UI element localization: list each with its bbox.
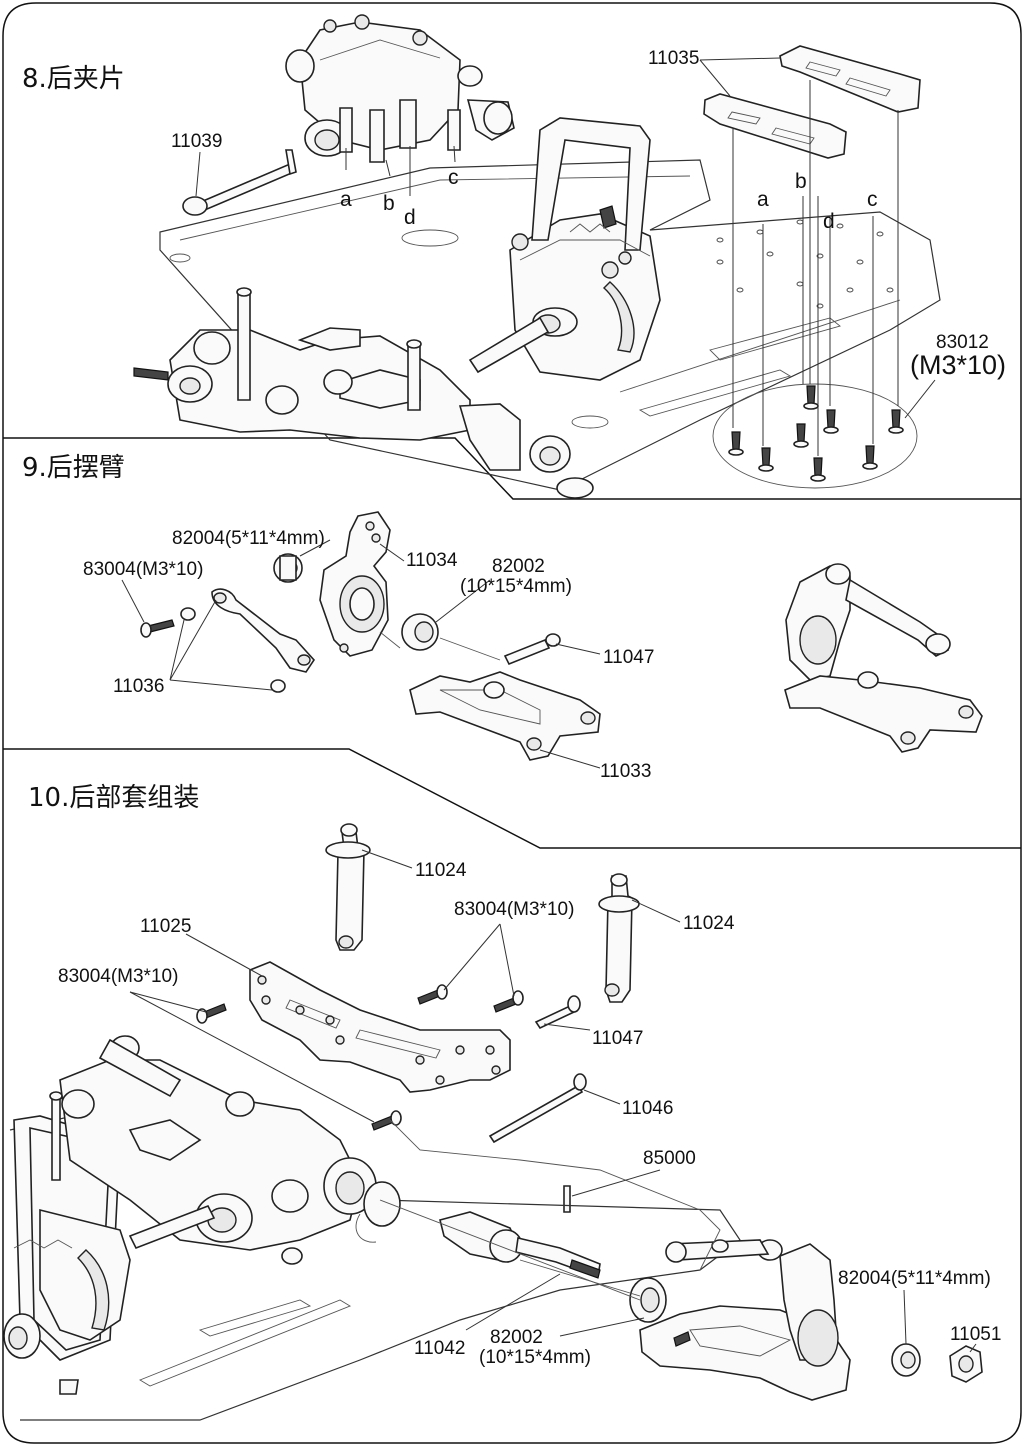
label-82004: 82004(5*11*4mm) — [172, 528, 325, 549]
divider-step8-step9 — [3, 437, 1021, 500]
label-11024-right: 11024 — [683, 913, 735, 934]
label-82002: 82002 — [492, 556, 545, 577]
label-82002: 82002 — [490, 1327, 543, 1348]
label-11047: 11047 — [592, 1028, 643, 1049]
label-c-upper: c — [448, 166, 459, 189]
label-11051: 11051 — [950, 1324, 1001, 1345]
section-title-step9: 9.后摆臂 — [22, 453, 125, 483]
label-11036: 11036 — [113, 676, 164, 697]
label-d-lower: d — [823, 210, 835, 233]
label-11042: 11042 — [414, 1338, 465, 1359]
label-11025: 11025 — [140, 916, 191, 937]
divider-step9-step10 — [3, 748, 1021, 849]
label-82004: 82004(5*11*4mm) — [838, 1268, 991, 1289]
step10-illustration — [3, 823, 983, 1421]
step8-labels: 11035 11039 a b d c a b d c 83012 (M3*10… — [171, 48, 1006, 380]
label-b-upper: b — [383, 192, 395, 215]
step10-labels: 11024 11024 11025 83004(M3*10) 83004(M3*… — [58, 860, 1001, 1368]
label-c-lower: c — [867, 188, 878, 211]
label-83012-spec: (M3*10) — [910, 350, 1006, 380]
label-11047: 11047 — [603, 647, 654, 668]
label-82002-spec: (10*15*4mm) — [479, 1347, 591, 1368]
label-b-lower: b — [795, 170, 807, 193]
label-82002-spec: (10*15*4mm) — [460, 576, 572, 597]
label-11034: 11034 — [406, 550, 458, 571]
label-83012: 83012 — [936, 332, 989, 353]
label-11035: 11035 — [648, 48, 699, 69]
label-85000: 85000 — [643, 1148, 696, 1169]
step9-labels: 82004(5*11*4mm) 11034 82002 (10*15*4mm) … — [83, 528, 654, 782]
label-11024-left: 11024 — [415, 860, 467, 881]
label-83004-right: 83004(M3*10) — [454, 899, 574, 920]
section-title-step8: 8.后夹片 — [22, 64, 125, 94]
label-11033: 11033 — [600, 761, 651, 782]
label-11039: 11039 — [171, 131, 222, 152]
section-title-step10: 10.后部套组装 — [28, 783, 199, 813]
step8-illustration — [133, 14, 941, 499]
label-d-upper: d — [404, 206, 416, 229]
screws-83012 — [728, 385, 904, 482]
label-11046: 11046 — [622, 1098, 673, 1119]
label-83004: 83004(M3*10) — [83, 559, 203, 580]
step9-illustration — [121, 511, 983, 769]
label-a-upper: a — [340, 188, 352, 211]
label-83004-left: 83004(M3*10) — [58, 966, 178, 987]
label-a-lower: a — [757, 188, 769, 211]
